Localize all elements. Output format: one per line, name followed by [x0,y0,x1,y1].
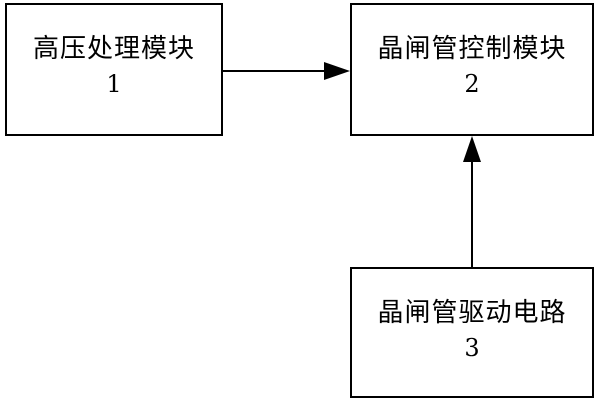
arrow-1-to-2 [223,62,350,80]
block-title: 晶闸管控制模块 [377,34,567,64]
block-number: 3 [464,334,480,362]
block-number: 1 [106,70,122,98]
arrow-3-to-2 [463,136,481,267]
arrowhead-icon [463,136,481,162]
block-title: 高压处理模块 [32,34,195,64]
arrowhead-icon [324,62,350,80]
block-number: 2 [464,70,480,98]
high-voltage-processing-module-block: 高压处理模块 1 [5,3,223,136]
block-title: 晶闸管驱动电路 [377,298,567,328]
thyristor-drive-circuit-block: 晶闸管驱动电路 3 [350,267,594,398]
thyristor-control-module-block: 晶闸管控制模块 2 [350,3,594,136]
